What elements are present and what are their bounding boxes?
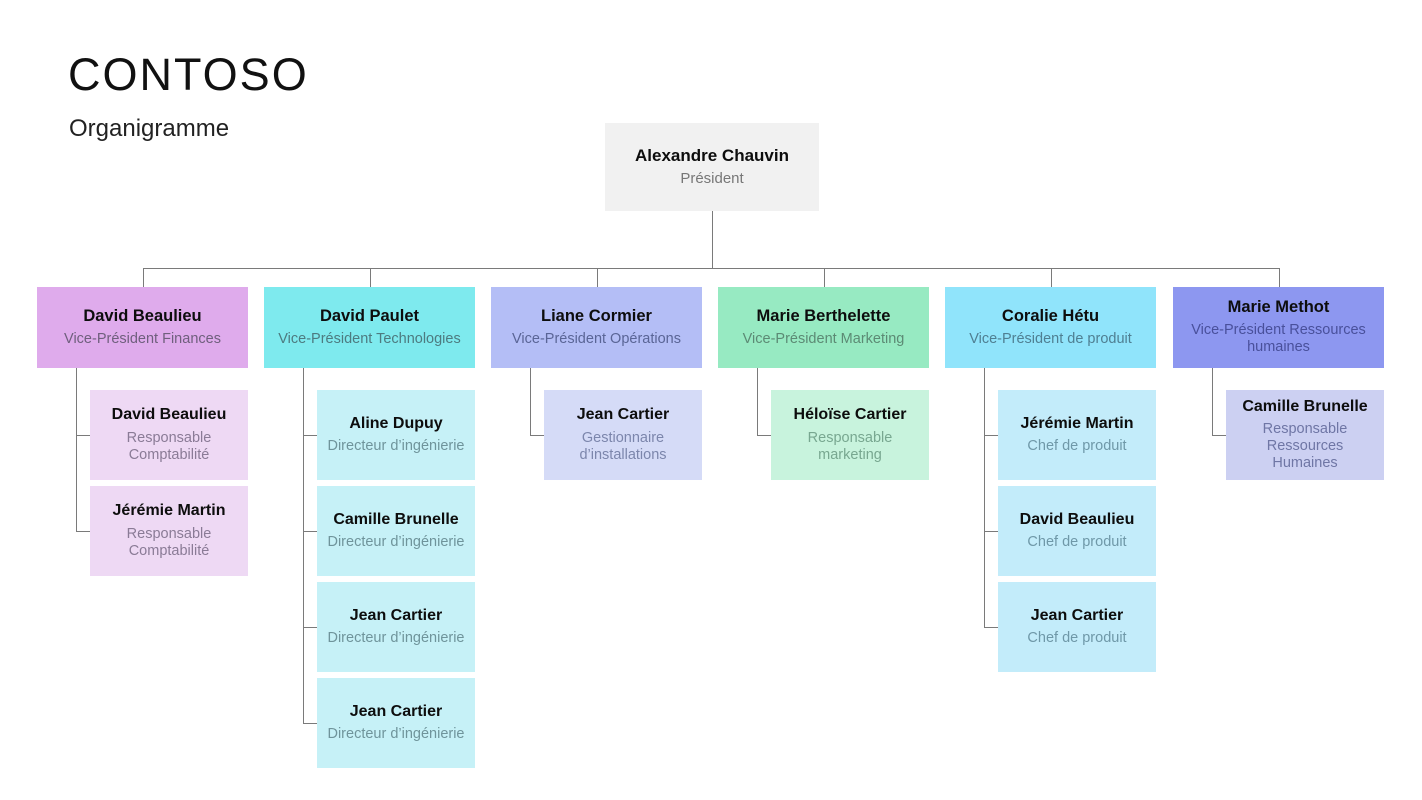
connector-leaf-stub-technologies-1 [303,435,317,436]
node-person-name: Camille Brunelle [1242,397,1368,415]
node-person-name: Héloïse Cartier [793,406,907,424]
connector-dept-spine-operations [530,368,531,435]
node-person-name: David Beaulieu [111,406,227,424]
node-person-name: David Beaulieu [1019,510,1135,528]
connector-dept-spine-technologies [303,368,304,723]
node-person-title: Chef de produit [1027,630,1127,647]
node-person-title: Responsable marketing [807,429,893,463]
connector-vp-drop-finances [143,268,144,287]
node-person-name: Marie Berthelette [756,306,891,325]
node-person-title: Directeur d’ingénierie [327,630,465,647]
node-person-name: Camille Brunelle [333,510,459,528]
connector-leaf-stub-finances-1 [76,435,90,436]
connector-leaf-stub-technologies-2 [303,531,317,532]
node-person-title: Gestionnaire d’installations [579,429,667,463]
connector-vp-drop-technologies [370,268,371,287]
node-person-name: Aline Dupuy [349,414,443,432]
node-person-title: Vice-Président Marketing [742,330,905,347]
connector-leaf-stub-finances-2 [76,531,90,532]
node-person-name: Jérémie Martin [1020,414,1134,432]
node-person-name: Alexandre Chauvin [635,145,789,165]
node-person-title: Chef de produit [1027,438,1127,455]
node-person-title: Vice-Président Ressources humaines [1191,322,1366,356]
node-person-name: Jean Cartier [576,406,670,424]
connector-leaf-stub-technologies-3 [303,627,317,628]
connector-dept-spine-produit [984,368,985,627]
node-person-title: Directeur d’ingénierie [327,726,465,743]
node-person-name: David Paulet [319,306,420,325]
connector-vp-drop-marketing [824,268,825,287]
connector-leaf-stub-ressources-humaines-1 [1212,435,1226,436]
node-person-name: David Beaulieu [83,306,202,325]
page-subtitle: Organigramme [69,115,230,142]
node-person-name: Coralie Hétu [1001,306,1100,325]
connector-leaf-stub-operations-1 [530,435,544,436]
node-person-title: Vice-Président Finances [64,330,221,347]
connector-dept-spine-ressources-humaines [1212,368,1213,435]
node-person-title: Responsable Comptabilité [126,525,212,559]
node-person-title: Vice-Président Opérations [512,330,681,347]
node-person-title: Vice-Président Technologies [278,330,461,347]
node-person-name: Liane Cormier [541,306,652,325]
node-person-name: Jean Cartier [349,606,443,624]
node-person-name: Jean Cartier [1030,606,1124,624]
node-person-title: Responsable Comptabilité [126,429,212,463]
node-person-title: Président [680,170,744,188]
page-title: CONTOSO [68,49,309,100]
node-person-title: Directeur d’ingénierie [327,534,465,551]
connector-vp-drop-produit [1051,268,1052,287]
connector-leaf-stub-produit-3 [984,627,998,628]
connector-vp-bus [143,268,1279,269]
node-person-name: Jean Cartier [349,702,443,720]
node-person-title: Chef de produit [1027,534,1127,551]
node-person-name: Jérémie Martin [112,502,226,520]
node-person-title: Vice-Président de produit [969,330,1132,347]
node-person-name: Marie Methot [1227,298,1330,317]
connector-leaf-stub-marketing-1 [757,435,771,436]
connector-dept-spine-finances [76,368,77,531]
connector-vp-drop-ressources-humaines [1279,268,1280,287]
node-person-title: Responsable Ressources Humaines [1262,421,1348,472]
connector-vp-drop-operations [597,268,598,287]
connector-leaf-stub-technologies-4 [303,723,317,724]
connector-leaf-stub-produit-1 [984,435,998,436]
connector-root-stem [712,211,713,268]
connector-dept-spine-marketing [757,368,758,435]
connector-leaf-stub-produit-2 [984,531,998,532]
node-person-title: Directeur d’ingénierie [327,438,465,455]
